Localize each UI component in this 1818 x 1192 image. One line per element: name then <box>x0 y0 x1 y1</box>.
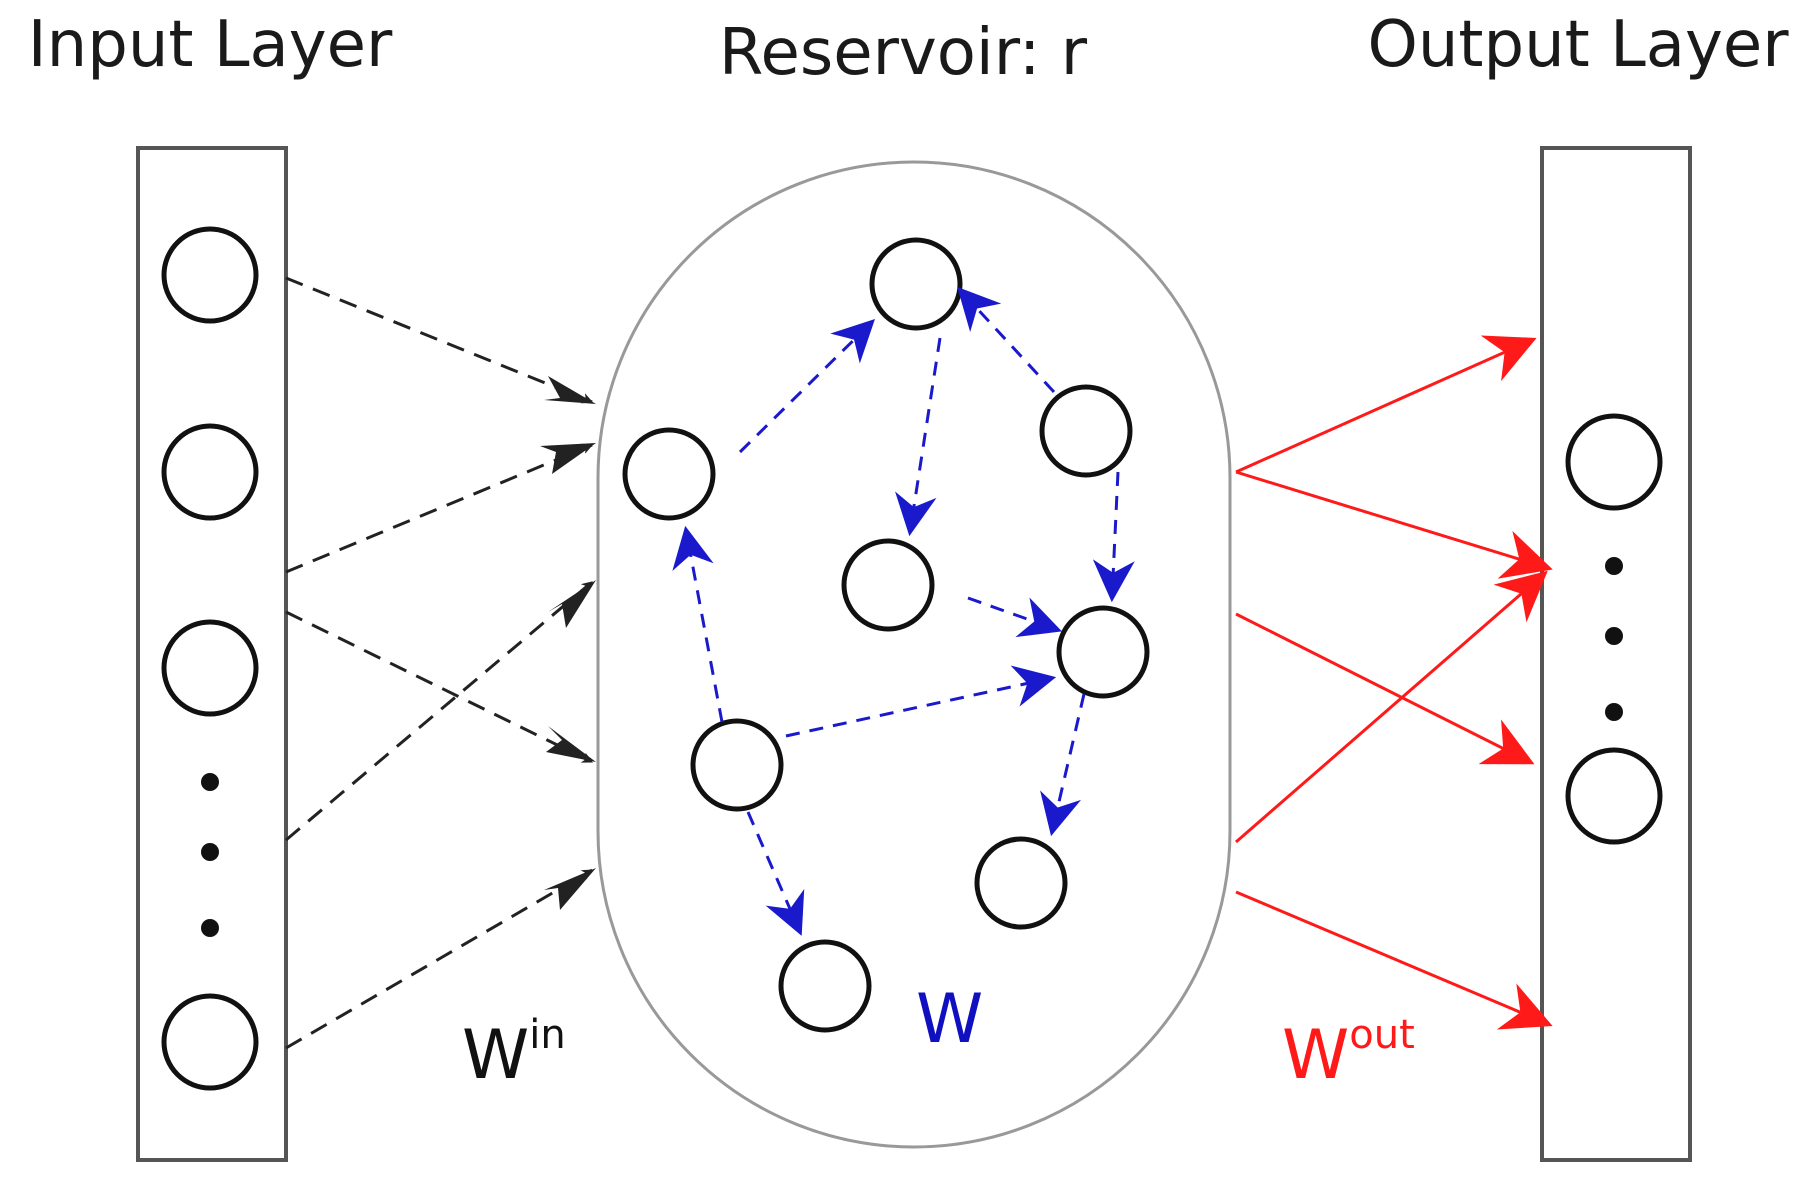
reservoir-node <box>690 718 784 812</box>
output-nodes <box>1565 413 1663 845</box>
output-weight-base: W <box>1282 1016 1349 1095</box>
input-connection <box>285 580 593 842</box>
reservoir-title: Reservoir: r <box>719 16 1088 90</box>
output-layer-box <box>1540 146 1692 1162</box>
arrowhead <box>546 726 596 762</box>
ellipsis-dot <box>1605 627 1623 645</box>
reservoir-node <box>622 427 716 521</box>
reservoir-node <box>1039 384 1133 478</box>
output-ellipsis <box>1605 557 1623 721</box>
input-weight-sup: in <box>529 1012 565 1058</box>
output-connection <box>1235 890 1553 1030</box>
reservoir-node <box>869 237 963 331</box>
input-connections <box>285 276 594 1050</box>
input-node <box>161 619 259 717</box>
arrowhead <box>540 443 596 474</box>
output-connection <box>1235 570 1548 844</box>
arrowhead <box>548 580 596 628</box>
reservoir-nodes <box>622 237 1150 1033</box>
output-node <box>1565 747 1663 845</box>
input-connection <box>285 443 594 574</box>
reservoir-connection <box>1040 693 1086 837</box>
output-weight-sup: out <box>1349 1012 1415 1058</box>
ellipsis-dot <box>1605 557 1623 575</box>
reservoir-connection <box>672 525 724 723</box>
reservoir-connection <box>895 337 942 537</box>
reservoir-weight-label: W <box>916 980 983 1059</box>
reservoir-connection <box>785 665 1057 738</box>
arrowhead <box>544 376 596 404</box>
input-weight-base: W <box>462 1016 529 1095</box>
input-node <box>161 226 259 324</box>
reservoir-outline <box>596 160 1232 1149</box>
output-connections <box>1235 335 1553 1030</box>
input-arrowheads <box>540 376 596 910</box>
input-connection <box>285 276 594 404</box>
reservoir-connections <box>672 286 1135 936</box>
input-weight-label: Win <box>462 1012 566 1095</box>
output-connection <box>1235 335 1537 474</box>
reservoir-connection <box>738 319 875 454</box>
output-connection <box>1235 470 1553 579</box>
ellipsis-dot <box>201 773 219 791</box>
reservoir-connection <box>1092 471 1135 603</box>
input-ellipsis <box>201 773 219 937</box>
reservoir-connection <box>746 811 805 936</box>
ellipsis-dot <box>201 919 219 937</box>
reservoir-node <box>1056 605 1150 699</box>
input-nodes <box>161 226 259 1091</box>
arrowhead <box>544 868 596 910</box>
input-layer-title: Input Layer <box>28 8 393 82</box>
ellipsis-dot <box>1605 703 1623 721</box>
reservoir-connection <box>957 286 1056 394</box>
reservoir-node <box>974 836 1068 930</box>
output-weight-label: Wout <box>1282 1012 1415 1095</box>
reservoir-connection <box>967 596 1062 638</box>
ellipsis-dot <box>201 843 219 861</box>
output-connection <box>1235 612 1535 765</box>
output-node <box>1565 413 1663 511</box>
output-layer-title: Output Layer <box>1367 8 1789 82</box>
input-node <box>161 993 259 1091</box>
reservoir-node <box>841 538 935 632</box>
input-connection <box>285 868 593 1050</box>
input-node <box>161 423 259 521</box>
input-connection <box>285 610 593 764</box>
reservoir-node <box>778 939 872 1033</box>
